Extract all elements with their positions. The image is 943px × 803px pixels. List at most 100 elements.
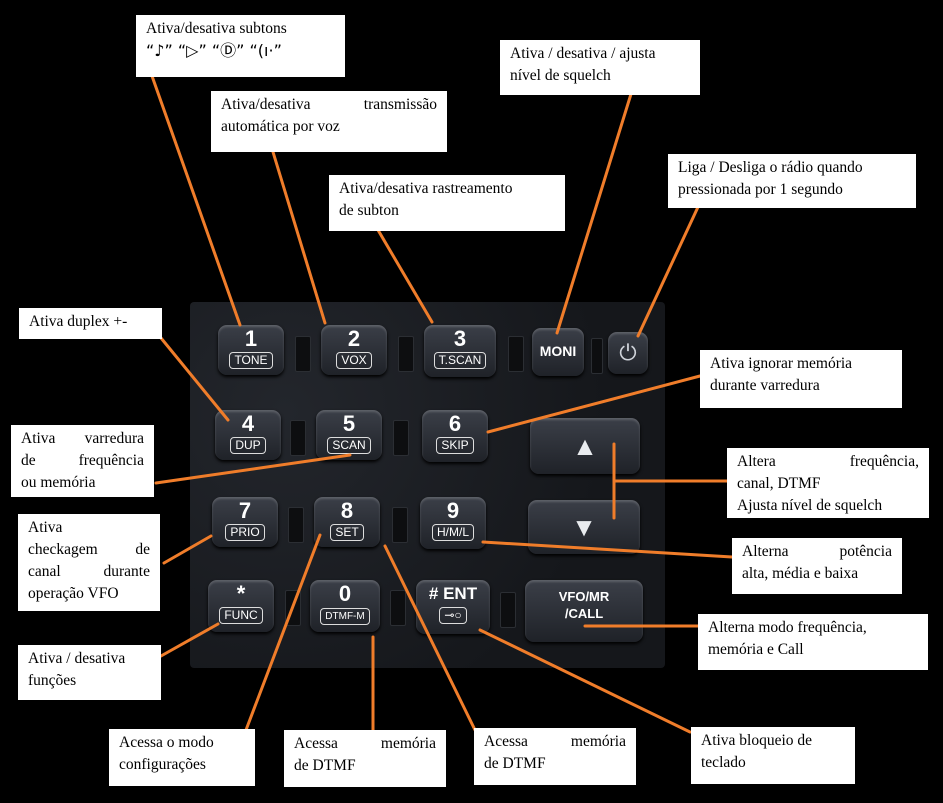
key-6-sublabel: SKIP xyxy=(436,437,474,454)
label-hml-line1: Alterna potência xyxy=(742,543,892,560)
power-icon: ⏻ xyxy=(619,340,637,365)
label-lock-line1: Ativa bloqueio de xyxy=(701,732,813,749)
key-star-sublabel: FUNC xyxy=(219,607,263,624)
label-vox-line1: Ativa/desativa transmissão xyxy=(221,96,437,113)
key-3-tscan[interactable]: 3 T.SCAN xyxy=(424,325,496,377)
key-8-set[interactable]: 8 SET xyxy=(314,497,380,547)
key-6-skip[interactable]: 6 SKIP xyxy=(422,410,488,462)
key-2-number: 2 xyxy=(347,326,361,351)
label-duplex: Ativa duplex +- xyxy=(19,308,162,339)
key-0-dtmf-m[interactable]: 0 DTMF-M xyxy=(310,580,380,632)
key-7-sublabel: PRIO xyxy=(225,524,265,541)
label-squelch-line1: Ativa / desativa / ajusta xyxy=(510,45,656,62)
label-dtmf-memory-2: Acessa memória de DTMF xyxy=(474,728,636,785)
label-prio: Ativa checkagem de canal durante operaçã… xyxy=(18,514,160,611)
label-dtmf1-line2: de DTMF xyxy=(294,757,356,774)
key-separator xyxy=(591,338,603,374)
leader-line-dtmf2 xyxy=(383,544,477,732)
leader-line-scan xyxy=(154,453,352,485)
key-vfo-line1: VFO/MR xyxy=(558,589,610,604)
key-1-number: 1 xyxy=(244,326,258,351)
label-subtons: Ativa/desativa subtons “♪” “▷” “Ⓓ” “(ı·” xyxy=(136,15,345,77)
key-separator xyxy=(390,590,406,626)
key-moni[interactable]: MONI xyxy=(532,328,584,376)
leader-line-subtons xyxy=(150,74,242,327)
label-scan: Ativa varredura de frequência ou memória xyxy=(11,425,154,497)
label-tscan-line2: de subton xyxy=(339,202,399,219)
leader-line-skip xyxy=(486,374,702,434)
key-separator xyxy=(392,507,408,543)
label-skip-line1: Ativa ignorar memória xyxy=(710,355,853,372)
label-vox: Ativa/desativa transmissão automática po… xyxy=(211,91,447,152)
label-dtmf-memory-1: Acessa memória de DTMF xyxy=(284,730,446,787)
label-subtons-line1: Ativa/desativa subtons xyxy=(146,20,287,37)
key-vfo-mr-call[interactable]: VFO/MR /CALL xyxy=(525,580,643,642)
leader-line-squelch xyxy=(555,92,633,335)
key-moni-label: MONI xyxy=(539,343,577,359)
key-separator xyxy=(508,336,524,372)
label-scan-line3: ou memória xyxy=(21,474,96,491)
leader-line-duplex xyxy=(159,336,230,422)
label-dtmf1-line1: Acessa memória xyxy=(294,735,436,752)
key-2-vox[interactable]: 2 VOX xyxy=(321,325,387,375)
label-lock-line2: teclado xyxy=(701,754,746,771)
label-skip: Ativa ignorar memória durante varredura xyxy=(700,350,902,408)
key-separator xyxy=(290,420,306,456)
label-set-line2: configurações xyxy=(119,756,206,773)
label-arrows-line3: Ajusta nível de squelch xyxy=(737,497,883,514)
key-ent-lock[interactable]: # ENT ⊸○ xyxy=(416,580,490,634)
leader-line-prio xyxy=(162,534,213,565)
key-4-number: 4 xyxy=(241,411,255,436)
key-0-sublabel: DTMF-M xyxy=(320,608,370,625)
label-vfo-line2: memória e Call xyxy=(708,641,804,658)
key-3-number: 3 xyxy=(453,326,467,351)
leader-line-set xyxy=(244,533,322,732)
label-set: Acessa o modo configurações xyxy=(109,729,255,786)
keypad-panel: 1 TONE 2 VOX 3 T.SCAN MONI ⏻ 4 DUP 5 SCA… xyxy=(190,302,665,668)
leader-line-hml xyxy=(481,540,734,559)
label-func: Ativa / desativa funções xyxy=(18,645,161,700)
label-arrows: Altera frequência, canal, DTMF Ajusta ní… xyxy=(727,448,929,518)
down-arrow-icon: ▼ xyxy=(571,512,597,542)
label-prio-line4: operação VFO xyxy=(28,585,119,602)
key-up-arrow[interactable]: ▲ xyxy=(530,418,640,474)
key-9-number: 9 xyxy=(446,498,460,523)
label-power: Liga / Desliga o rádio quando pressionad… xyxy=(668,154,916,208)
key-5-number: 5 xyxy=(342,411,356,436)
subtone-icons: “♪” “▷” “Ⓓ” “(ı·” xyxy=(146,41,282,60)
label-arrows-line2: canal, DTMF xyxy=(737,475,821,492)
key-7-prio[interactable]: 7 PRIO xyxy=(212,497,278,547)
key-separator xyxy=(393,420,409,456)
key-separator xyxy=(398,336,414,372)
key-separator xyxy=(500,592,516,628)
label-prio-line1: Ativa xyxy=(28,519,63,536)
key-9-sublabel: H/M/L xyxy=(431,524,474,541)
label-set-line1: Acessa o modo xyxy=(119,734,214,751)
label-tscan-line1: Ativa/desativa rastreamento xyxy=(339,180,513,197)
label-tscan: Ativa/desativa rastreamento de subton xyxy=(329,175,565,231)
label-power-line1: Liga / Desliga o rádio quando xyxy=(678,159,863,176)
key-1-tone[interactable]: 1 TONE xyxy=(218,325,284,375)
key-4-sublabel: DUP xyxy=(230,437,266,454)
label-hml-line2: alta, média e baixa xyxy=(742,565,859,582)
label-vfo-line1: Alterna modo frequência, xyxy=(708,619,867,636)
label-scan-line1: Ativa varredura xyxy=(21,430,144,447)
key-separator xyxy=(288,507,304,543)
label-dtmf2-line2: de DTMF xyxy=(484,755,546,772)
key-star-number: * xyxy=(236,581,246,606)
key-9-hml[interactable]: 9 H/M/L xyxy=(420,497,486,549)
key-1-sublabel: TONE xyxy=(229,352,273,369)
key-power[interactable]: ⏻ xyxy=(608,332,648,374)
key-8-number: 8 xyxy=(340,498,354,523)
label-skip-line2: durante varredura xyxy=(710,377,820,394)
key-0-number: 0 xyxy=(338,581,352,606)
key-5-scan[interactable]: 5 SCAN xyxy=(316,410,382,460)
label-vox-line2: automática por voz xyxy=(221,118,340,135)
leader-line-vox xyxy=(271,150,327,325)
label-power-line2: pressionada por 1 segundo xyxy=(678,181,843,198)
key-6-number: 6 xyxy=(448,411,462,436)
label-dtmf2-line1: Acessa memória xyxy=(484,733,626,750)
label-func-line2: funções xyxy=(28,672,77,689)
key-2-sublabel: VOX xyxy=(336,352,372,369)
